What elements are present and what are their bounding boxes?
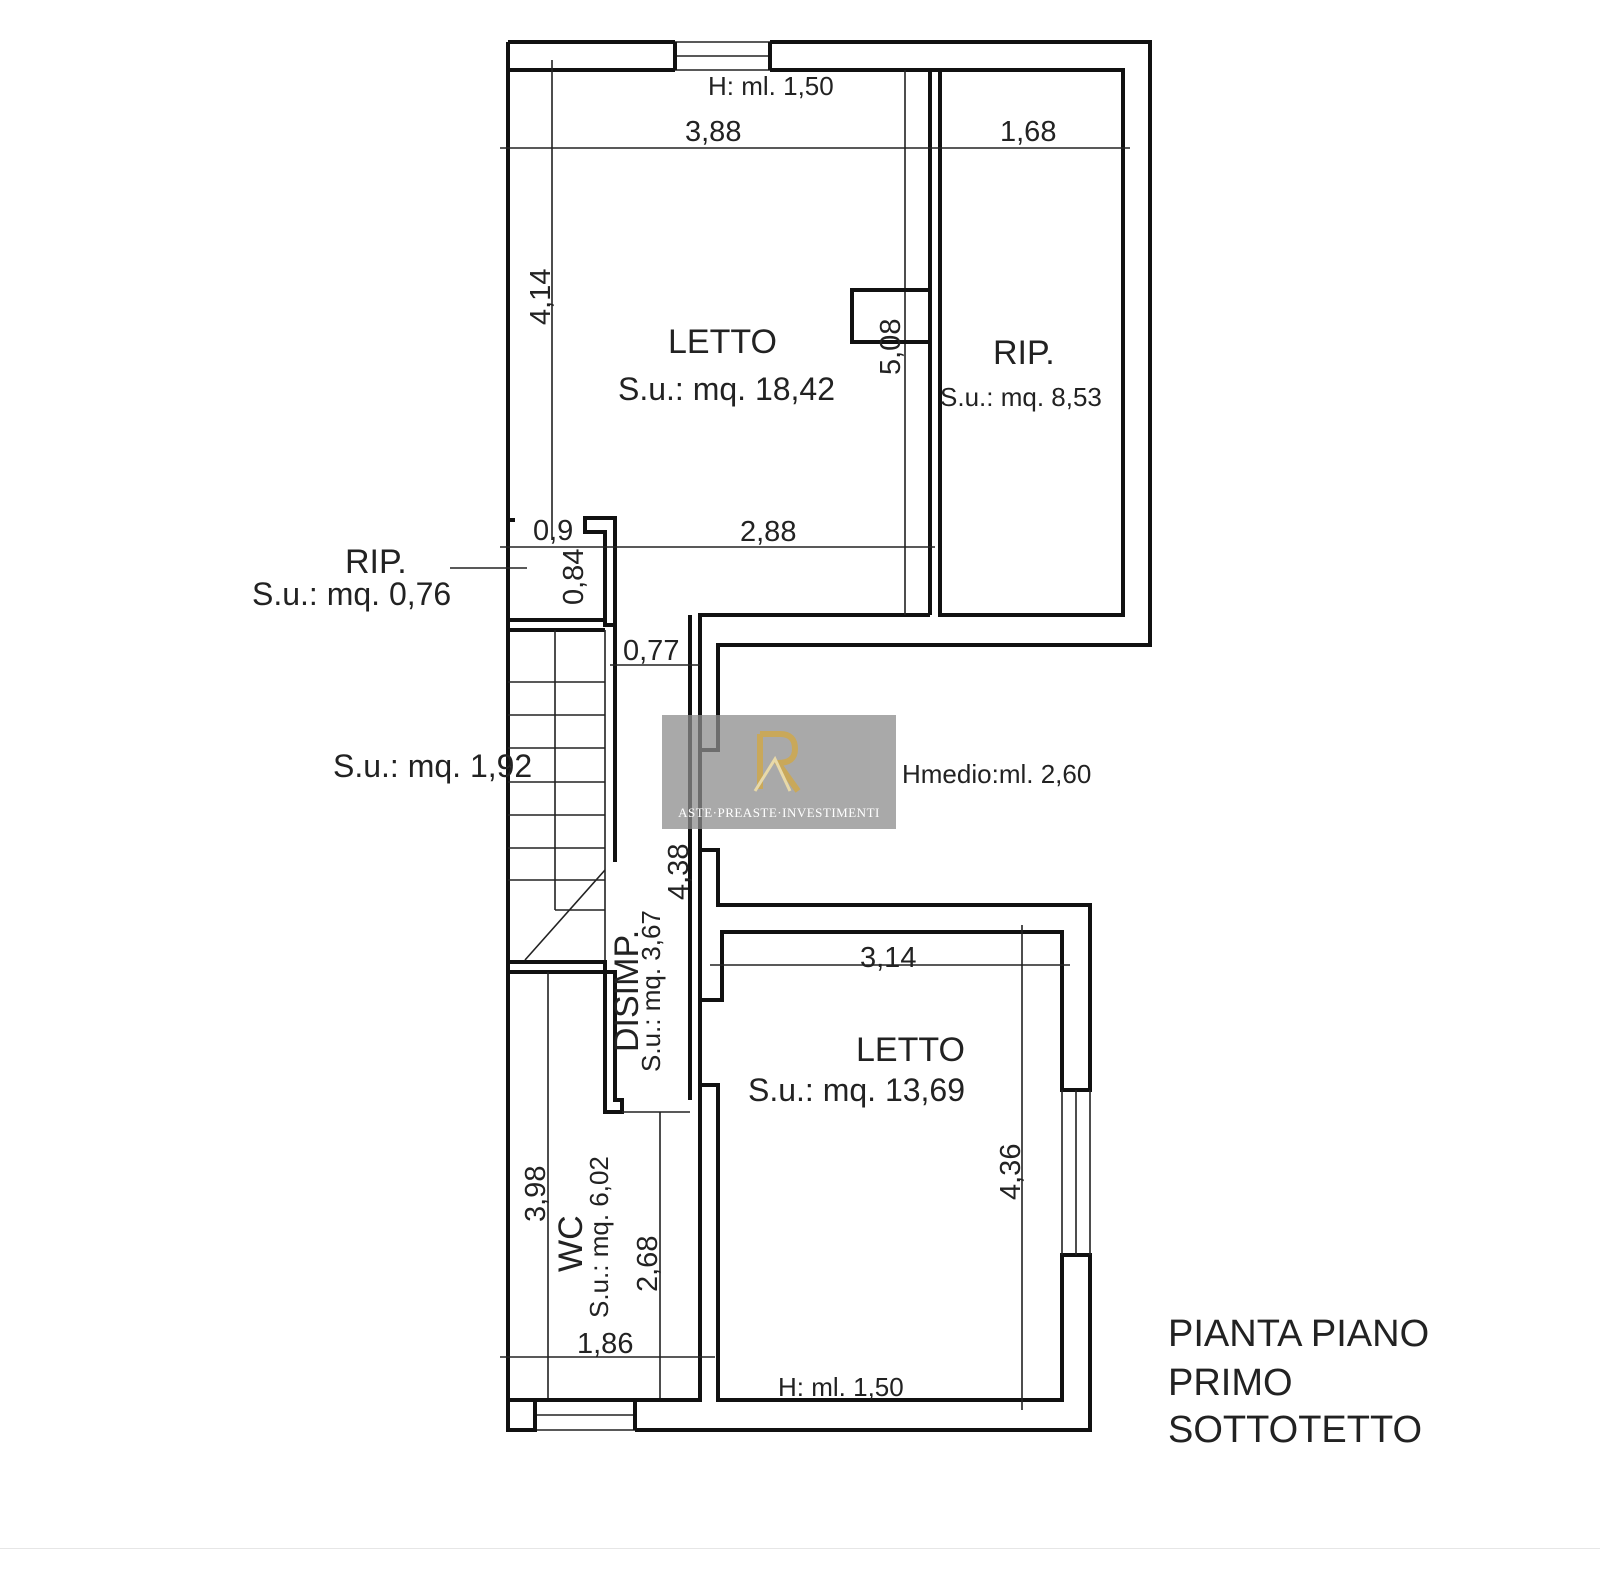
room-area-disimp: S.u.: mq. 3,67	[636, 910, 666, 1072]
labels: H: ml. 1,50 3,88 1,68 4,14 5,08 LETTO S.…	[252, 71, 1102, 1402]
height-label-top: H: ml. 1,50	[708, 71, 834, 101]
room-name-wc: WC	[552, 1215, 590, 1272]
dim-0-9: 0,9	[533, 515, 573, 547]
height-label-middle: Hmedio:ml. 2,60	[902, 759, 1091, 789]
plan-title-line-1: PIANTA PIANO	[1168, 1313, 1429, 1355]
watermark: ASTE·PREASTE·INVESTIMENTI	[662, 715, 896, 829]
room-area-letto-1: S.u.: mq. 18,42	[618, 371, 835, 407]
dim-4-14: 4,14	[525, 269, 557, 325]
dim-0-77: 0,77	[623, 635, 679, 667]
dim-0-84: 0,84	[558, 549, 590, 605]
dim-1-86: 1,86	[577, 1328, 633, 1360]
dim-5-08: 5,08	[875, 319, 907, 375]
dim-4-38: 4,38	[663, 844, 695, 900]
divider	[0, 1548, 1600, 1549]
height-label-bottom: H: ml. 1,50	[778, 1372, 904, 1402]
room-area-letto-2: S.u.: mq. 13,69	[748, 1072, 965, 1108]
plan-title-line-2: PRIMO	[1168, 1362, 1293, 1404]
room-name-rip-2: RIP.	[345, 543, 407, 581]
watermark-text: ASTE·PREASTE·INVESTIMENTI	[678, 805, 880, 820]
dimension-lines	[500, 60, 1130, 1410]
dim-2-68: 2,68	[632, 1236, 664, 1292]
dim-2-88: 2,88	[740, 516, 796, 548]
dim-3-88: 3,88	[685, 116, 741, 148]
room-name-letto-2: LETTO	[856, 1031, 965, 1069]
plan-title: PIANTA PIANO PRIMO SOTTOTETTO	[1168, 1313, 1429, 1451]
walls	[506, 40, 1152, 1432]
room-name-disimp: DISIMP.	[608, 930, 646, 1052]
room-area-stairs: S.u.: mq. 1,92	[333, 748, 532, 784]
room-name-letto-1: LETTO	[668, 323, 777, 361]
dim-3-98: 3,98	[520, 1166, 552, 1222]
watermark-logo-icon	[753, 731, 801, 793]
room-area-rip-1: S.u.: mq. 8,53	[940, 382, 1102, 412]
dim-3-14: 3,14	[860, 942, 916, 974]
plan-title-line-3: SOTTOTETTO	[1168, 1409, 1422, 1451]
room-area-wc: S.u.: mq. 6,02	[584, 1156, 614, 1318]
dim-4-36: 4,36	[995, 1144, 1027, 1200]
room-name-rip-1: RIP.	[993, 334, 1055, 372]
dim-1-68: 1,68	[1000, 116, 1056, 148]
staircase	[508, 625, 617, 965]
room-area-rip-2: S.u.: mq. 0,76	[252, 576, 451, 612]
